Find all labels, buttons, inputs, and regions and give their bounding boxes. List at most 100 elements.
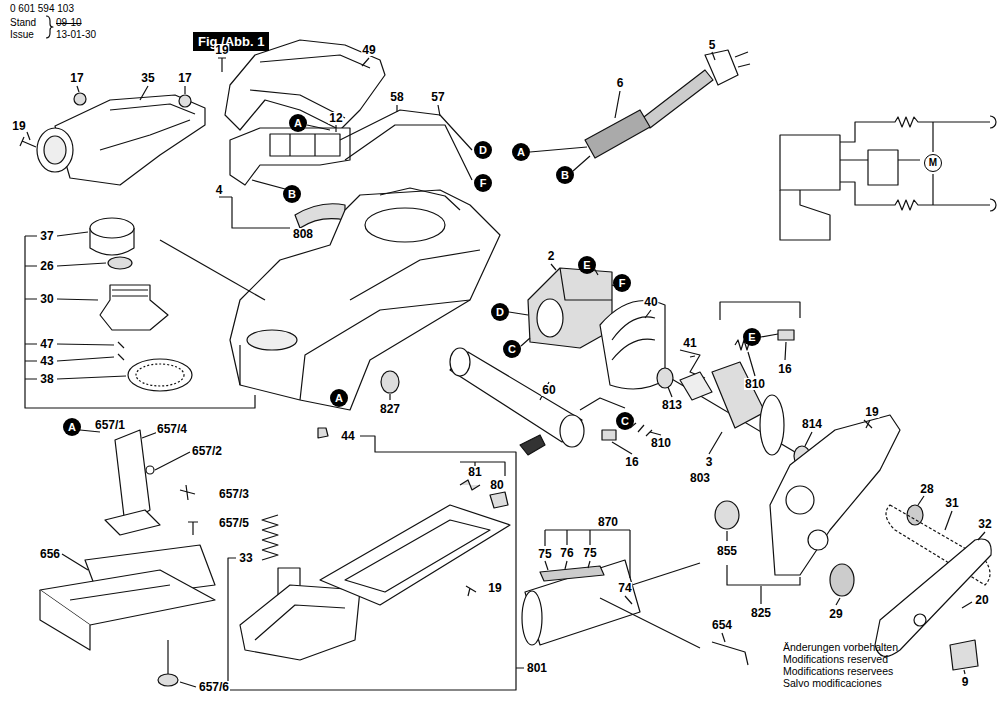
housing-part [365,208,445,242]
drum-housing-part [450,348,470,376]
callout-number: 80 [489,479,504,491]
callout-number: 657/5 [218,517,250,529]
note-text: Salvo modificaciones [783,678,882,689]
chip-hood-part [20,137,36,147]
note-text: Modifications reservees [783,666,893,677]
cutter-drum-part [522,591,542,645]
belt-drive-part [727,531,800,604]
front-shoe-part [228,436,516,690]
depth-adjuster-part [160,240,265,300]
depth-adjuster-part [108,257,132,269]
belt-drive-part [907,505,923,525]
callout-number: 17 [177,72,192,84]
callout-number: 74 [617,582,632,594]
parallel-guide-part [105,510,160,535]
letter: F [474,174,492,192]
callout-number: 803 [689,472,711,484]
callout-number: 58 [389,91,404,103]
callout-number: 17 [69,72,84,84]
brushes [580,302,800,454]
front-shoe-part [460,480,508,508]
chip-hood-part [44,136,66,164]
housing-part [230,190,500,410]
brushes-part [778,330,794,340]
callout-number: 801 [526,662,548,674]
callout-number: 49 [361,44,376,56]
callout-number: 827 [379,403,401,415]
callout-number: 657/4 [156,423,188,435]
connector-letter: A [63,418,81,436]
depth-adjuster-part [136,364,184,386]
front-shoe-part [466,586,476,596]
depth-adjuster-part [25,236,255,408]
callout-number: 81 [467,466,482,478]
header-text: 0 601 594 103 [10,4,74,14]
letter: B [283,185,301,203]
callout-number: 657/6 [198,681,230,693]
parallel-guide-part [70,585,170,600]
letter: M [925,155,941,170]
motor-schematic-part [840,117,990,142]
callout-number: 40 [643,296,658,308]
connector-letter: A [289,114,307,132]
callout-number: 43 [39,355,54,367]
switch-part [295,204,345,228]
cable [530,50,750,171]
callout-number: 19 [487,582,502,594]
callout-number: 654 [711,619,733,631]
callout-number: 57 [430,91,445,103]
cable-part [735,52,750,67]
housing-part [247,330,297,350]
connector-letter: B [283,185,301,203]
brushes-part [720,302,800,320]
cutter-drum-part [722,633,725,642]
parallel-guide-part [167,640,168,674]
callout-number: 16 [777,363,792,375]
callout-number: 44 [340,430,355,442]
front-shoe-part [255,605,345,640]
callout-number: 16 [624,456,639,468]
chip-hood-part [179,95,191,107]
belt-drive-part [964,670,965,674]
belt-drive-part [918,496,924,505]
letter: D [491,303,509,321]
note-text: Modifications reserved [783,654,888,665]
depth-adjuster-part [90,218,134,238]
callout-number: 5 [708,39,717,51]
switch-part [340,110,472,150]
callout-number: 810 [744,378,766,390]
motor-schematic-part [868,150,898,185]
letter: E [578,256,596,274]
callout-number: 4 [215,184,224,196]
housing-part [240,250,480,400]
connector-letter: E [578,256,596,274]
armature-part [657,368,673,388]
cutter-drum-part [600,598,700,648]
switch-part [252,125,336,193]
parallel-guide [40,430,215,687]
callout-number: 855 [716,545,738,557]
parallel-guide-part [158,674,178,686]
front-shoe-part [345,520,490,592]
letter: C [503,340,521,358]
header-text: Issue [10,30,34,40]
header-brace-part [46,16,53,38]
front-shoe [228,436,524,690]
callout-number: 19 [864,406,879,418]
connector-letter: D [491,303,509,321]
callout-number: 12 [328,112,343,124]
cable-part [585,110,650,158]
cover-part [218,58,369,72]
cable-part [615,52,715,118]
callout-number: 76 [559,547,574,559]
parallel-guide-part [62,430,196,687]
belt-drive-part [875,539,991,656]
armature-part [760,395,784,455]
callout-number: 810 [650,437,672,449]
figure-badge: Fig./Abb. 1 [193,32,269,51]
callout-number: 6 [616,77,625,89]
letter: E [743,328,761,346]
callout-number: 657/2 [191,445,223,457]
callout-number: 30 [39,293,54,305]
